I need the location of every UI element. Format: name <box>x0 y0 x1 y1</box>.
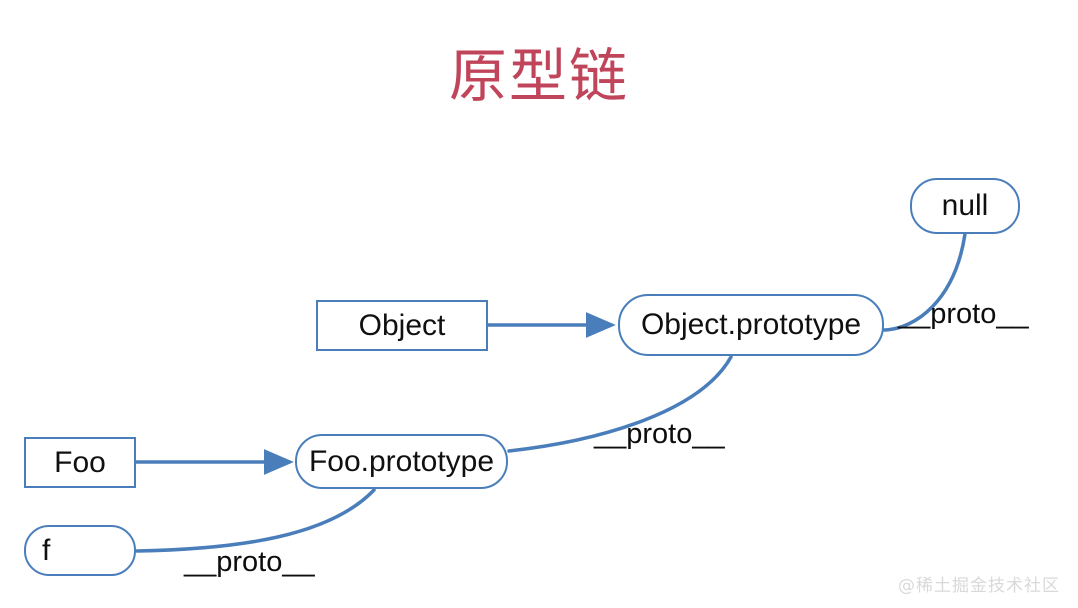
node-null[interactable]: null <box>910 178 1020 234</box>
edge-label-proto-null: __proto__ <box>898 298 1029 330</box>
node-foo[interactable]: Foo <box>24 437 136 488</box>
watermark: @稀土掘金技术社区 <box>898 576 1060 596</box>
node-null-label: null <box>941 189 989 222</box>
curve-f-to-foo-prototype <box>135 488 376 553</box>
node-foo-prototype-label: Foo.prototype <box>308 444 495 478</box>
node-object[interactable]: Object <box>316 300 488 351</box>
node-foo-prototype[interactable]: Foo.prototype <box>295 434 508 489</box>
node-foo-label: Foo <box>54 445 106 479</box>
node-object-prototype-label: Object.prototype <box>640 308 862 341</box>
node-object-label: Object <box>358 308 446 342</box>
node-f-label: f <box>42 533 51 567</box>
node-object-prototype[interactable]: Object.prototype <box>618 294 884 356</box>
edge-label-proto-f: __proto__ <box>184 546 315 578</box>
page-title: 原型链 <box>448 42 629 110</box>
node-f[interactable]: f <box>24 525 136 576</box>
edge-label-proto-mid: __proto__ <box>594 418 725 450</box>
